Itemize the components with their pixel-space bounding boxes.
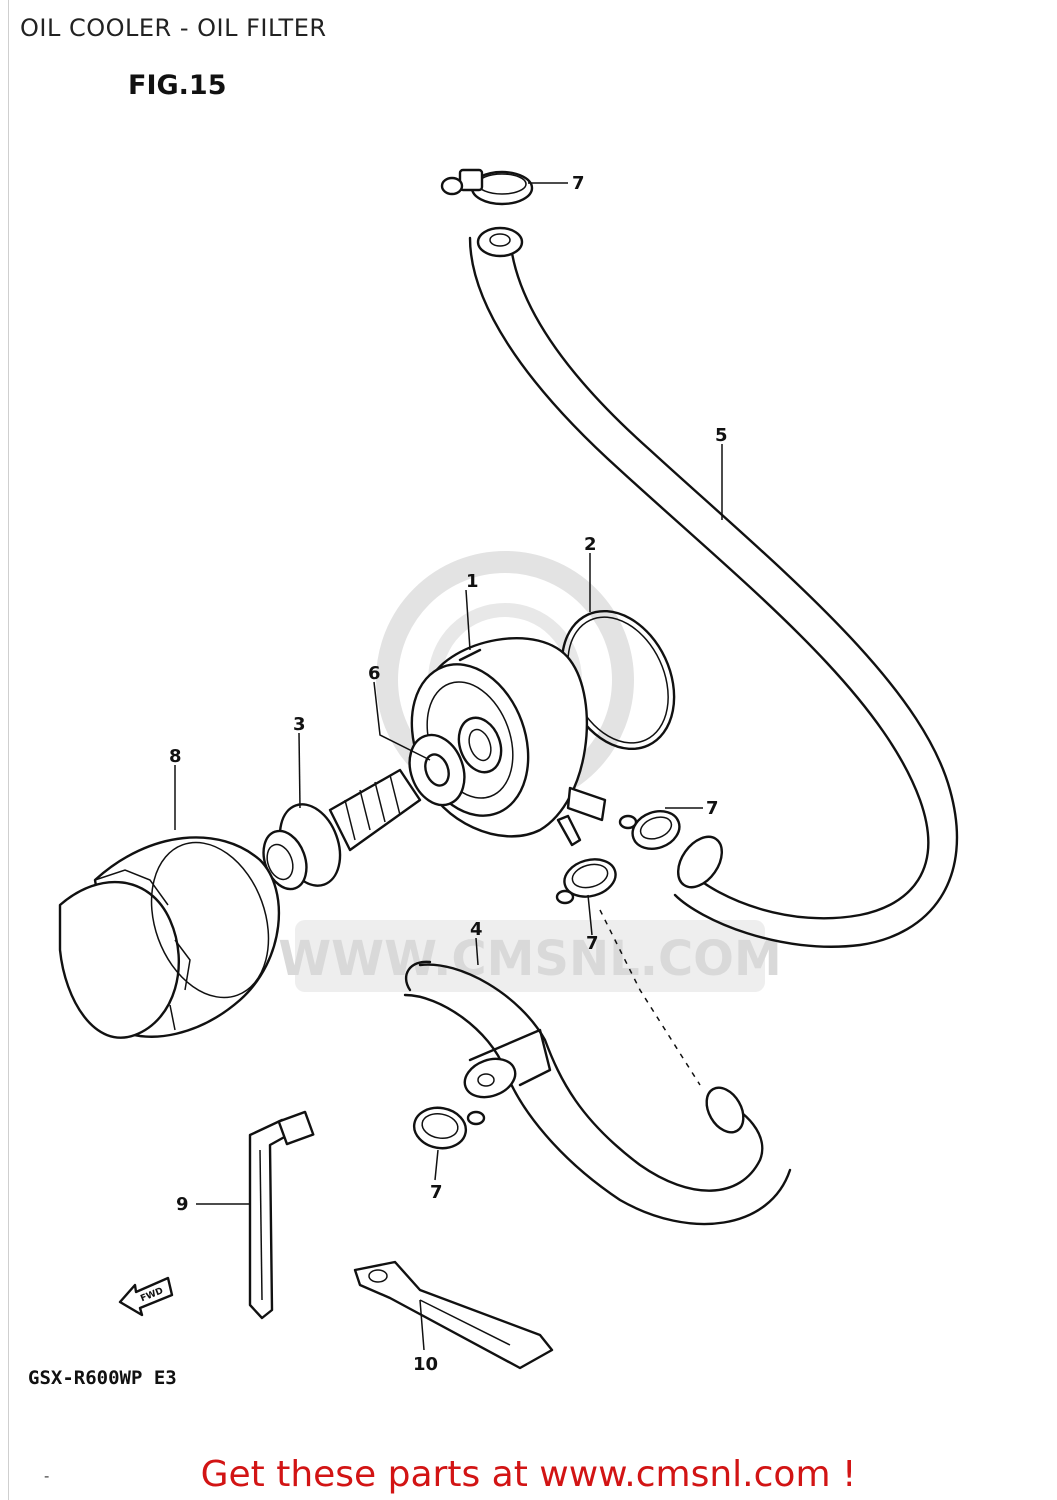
callout-9: 9 (176, 1194, 189, 1215)
callout-10: 10 (413, 1354, 438, 1375)
hose-clamp-7-bottom (412, 1106, 486, 1150)
hose-clamp-7-right (618, 809, 681, 851)
footer-dot: - (44, 1468, 50, 1485)
oil-hose-5 (468, 226, 959, 948)
hose-clamp-7-mid (555, 858, 617, 905)
callout-numbers: 1 2 3 4 5 6 7 7 7 7 8 9 10 (169, 173, 728, 1375)
hose-clamp-7-top (440, 168, 534, 206)
page-border (8, 0, 9, 1500)
callout-3: 3 (293, 714, 306, 735)
union-bolt-3 (262, 768, 422, 891)
callout-2: 2 (584, 534, 597, 555)
callout-5: 5 (715, 425, 728, 446)
footer-link[interactable]: Get these parts at www.cmsnl.com ! (200, 1454, 857, 1495)
callout-6: 6 (368, 663, 381, 684)
callout-7-top: 7 (572, 173, 585, 194)
callout-7-mid: 7 (586, 933, 599, 954)
cms-watermark: WWW.CMSNL.COM (278, 551, 782, 992)
callout-7-right: 7 (706, 798, 719, 819)
oil-cooler-1 (410, 609, 676, 847)
model-code: GSX-R600WP E3 (28, 1367, 177, 1389)
bracket-10 (353, 1260, 554, 1370)
oil-filter-8 (58, 836, 281, 1039)
bracket-9 (248, 1110, 315, 1320)
watermark-text: WWW.CMSNL.COM (278, 931, 782, 987)
callout-8: 8 (169, 746, 182, 767)
callout-4: 4 (470, 919, 483, 940)
callout-1: 1 (466, 571, 479, 592)
figure-label: FIG.15 (128, 70, 227, 101)
forward-arrow: FWD (118, 1276, 174, 1317)
leader-lines (174, 182, 723, 1351)
oil-hose-4 (403, 909, 792, 1226)
page-title: OIL COOLER - OIL FILTER (20, 14, 327, 42)
washer-6 (408, 733, 466, 807)
callout-7-bottom: 7 (430, 1182, 443, 1203)
